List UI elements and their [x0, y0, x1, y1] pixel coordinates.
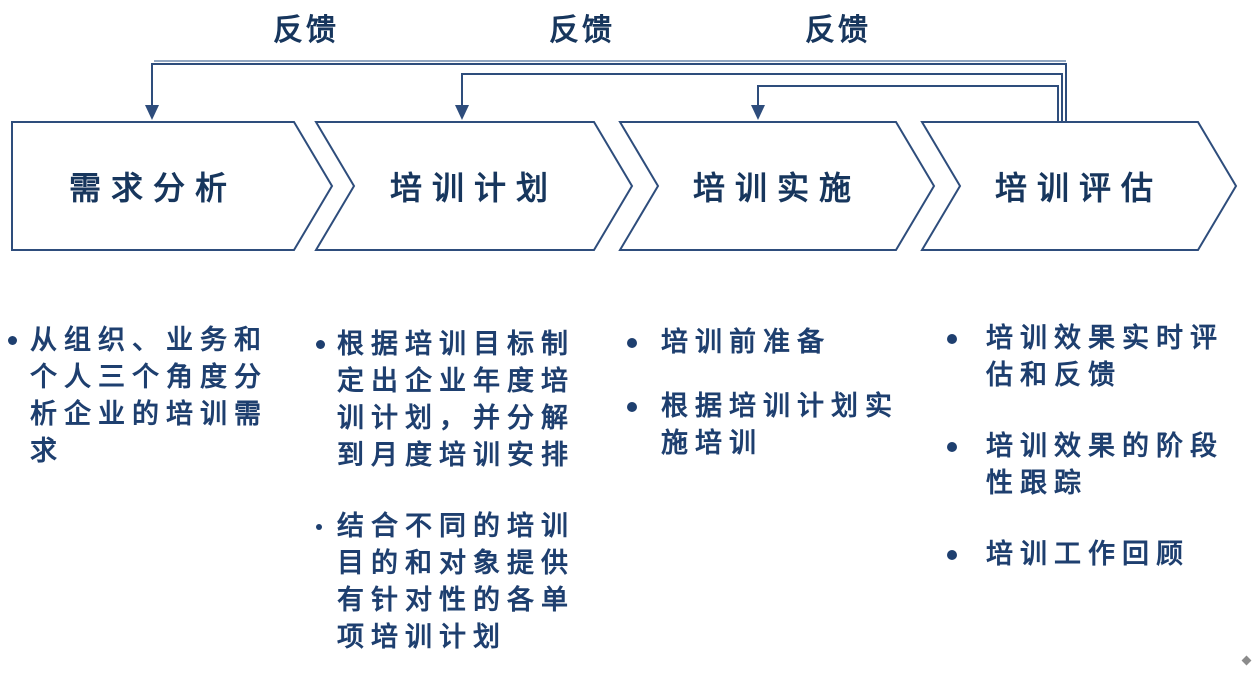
arrowhead-icon-3	[751, 105, 765, 120]
stage-title-training-implementation: 培训实施	[692, 170, 861, 206]
bullet-text: 培训效果的阶段 性跟踪	[986, 431, 1224, 498]
bullet-text: 根据培训目标制 定出企业年度培 训计划，并分解 到月度培训安排	[337, 329, 575, 470]
bullet-text: 从组织、业务和 个人三个角度分 析企业的培训需 求	[30, 325, 268, 466]
stage-title-training-evaluation: 培训评估	[994, 170, 1163, 206]
details-column-training-plan: 根据培训目标制 定出企业年度培 训计划，并分解 到月度培训安排 结合不同的培训 …	[316, 326, 616, 656]
chevron-shape-training-evaluation	[920, 121, 1238, 251]
chevron-shape-training-plan	[314, 121, 634, 251]
feedback-line-2	[461, 73, 1063, 122]
bullet-icon	[8, 336, 17, 345]
chevron-shape-training-implementation	[618, 121, 936, 251]
arrowhead-icon-2	[455, 105, 469, 120]
details-column-needs-analysis: 从组织、业务和 个人三个角度分 析企业的培训需 求	[8, 322, 313, 470]
list-item: 结合不同的培训 目的和对象提供 有针对性的各单 项培训计划	[316, 508, 616, 656]
bullet-text: 培训效果实时评 估和反馈	[986, 323, 1224, 390]
list-item: 培训效果实时评 估和反馈	[940, 320, 1254, 394]
arrowhead-icon-1	[145, 105, 159, 120]
list-item: 从组织、业务和 个人三个角度分 析企业的培训需 求	[8, 322, 313, 470]
list-item: 培训效果的阶段 性跟踪	[940, 428, 1254, 502]
bullet-text: 根据培训计划实 施培训	[661, 391, 899, 458]
bullet-icon	[627, 338, 637, 348]
process-flow-diagram	[11, 60, 1238, 251]
bullet-icon	[627, 402, 637, 412]
bullet-icon	[947, 550, 957, 560]
details-column-training-implementation: 培训前准备 根据培训计划实 施培训	[622, 324, 932, 462]
list-item: 根据培训计划实 施培训	[622, 388, 932, 462]
stage-title-needs-analysis: 需求分析	[68, 170, 237, 206]
bullet-icon	[947, 442, 957, 452]
list-item: 根据培训目标制 定出企业年度培 训计划，并分解 到月度培训安排	[316, 326, 616, 474]
list-item: 培训前准备	[622, 324, 932, 361]
bullet-icon	[316, 524, 322, 530]
feedback-label-1: 反馈	[273, 14, 339, 47]
bullet-icon	[947, 334, 957, 344]
bullet-icon	[316, 340, 325, 349]
feedback-label-2: 反馈	[549, 14, 615, 47]
chevron-shape-needs-analysis	[11, 121, 334, 251]
list-item: 培训工作回顾	[940, 536, 1254, 573]
bullet-text: 培训前准备	[661, 327, 831, 357]
feedback-line-3	[757, 85, 1059, 122]
corner-mark-icon	[1241, 655, 1252, 666]
feedback-line-1	[151, 63, 1067, 122]
details-column-training-evaluation: 培训效果实时评 估和反馈 培训效果的阶段 性跟踪 培训工作回顾	[940, 320, 1254, 573]
bullet-text: 结合不同的培训 目的和对象提供 有针对性的各单 项培训计划	[337, 511, 575, 652]
bullet-text: 培训工作回顾	[986, 539, 1190, 569]
stage-title-training-plan: 培训计划	[389, 170, 558, 206]
feedback-label-3: 反馈	[805, 14, 871, 47]
